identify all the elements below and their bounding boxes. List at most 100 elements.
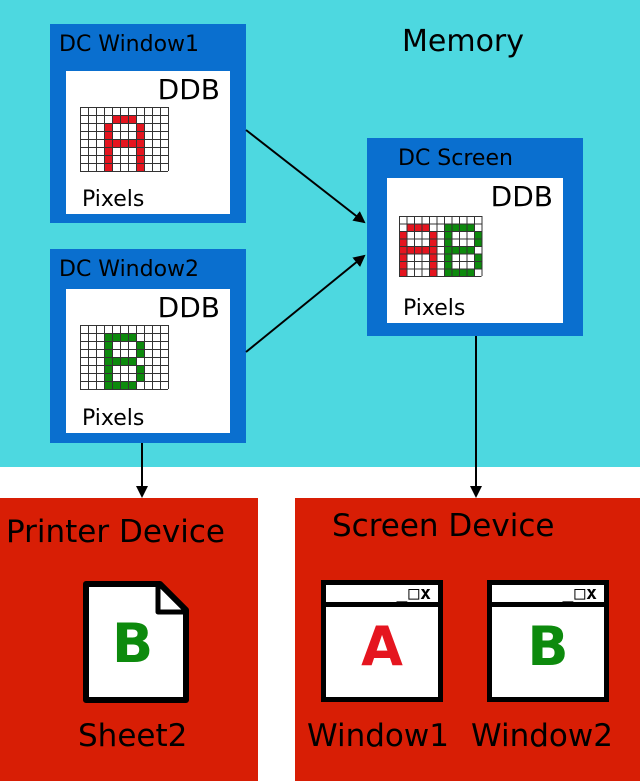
dc-window1-ddb-label: DDB <box>157 73 220 106</box>
screen-device-panel: Screen Device _□x A Window1 _□x B Window… <box>295 498 640 781</box>
pixel-cell <box>112 381 120 389</box>
pixel-cell <box>128 357 136 365</box>
pixel-cell <box>406 223 414 231</box>
pixel-cell <box>429 246 437 254</box>
dc-window2-ddb-label: DDB <box>157 291 220 324</box>
pixel-cell <box>399 246 407 254</box>
pixel-cell <box>414 223 422 231</box>
pixel-cell <box>104 341 112 349</box>
pixel-cell <box>112 115 120 123</box>
pixel-cell <box>104 163 112 171</box>
pixel-cell <box>466 223 474 231</box>
pixel-cell <box>128 381 136 389</box>
pixel-cell <box>112 333 120 341</box>
window1-caption: Window1 <box>307 718 449 754</box>
pixel-cell <box>474 253 482 261</box>
arrow-window1-to-screen <box>245 129 366 224</box>
pixel-cell <box>421 223 429 231</box>
dc-screen-box: DC Screen DDB Pixels <box>367 138 583 336</box>
pixel-cell <box>104 381 112 389</box>
pixel-cell <box>104 139 112 147</box>
pixel-cell <box>128 139 136 147</box>
pixel-cell <box>104 147 112 155</box>
pixel-cell <box>112 357 120 365</box>
window1-icon: _□x A <box>321 580 443 702</box>
window2-letter: B <box>527 615 569 678</box>
pixel-cell <box>104 373 112 381</box>
pixel-cell <box>136 163 144 171</box>
pixel-cell <box>406 246 414 254</box>
pixel-cell <box>451 246 459 254</box>
dc-window1-pixel-grid <box>80 107 169 172</box>
window2-icon: _□x B <box>487 580 609 702</box>
pixel-cell <box>421 246 429 254</box>
screen-device-title: Screen Device <box>332 508 555 544</box>
pixel-cell <box>136 155 144 163</box>
dc-screen-ddb-label: DDB <box>490 180 553 213</box>
arrow-window2-to-screen <box>245 254 366 353</box>
dc-window2-box: DC Window2 DDB Pixels <box>50 249 246 443</box>
pixel-cell <box>466 268 474 276</box>
document-icon <box>83 581 189 703</box>
window1-titlebar <box>326 602 438 607</box>
dc-window1-pixels-label: Pixels <box>82 187 145 212</box>
pixel-cell <box>399 268 407 276</box>
pixel-cell <box>444 238 452 246</box>
dc-window2-ddb: DDB Pixels <box>66 289 230 433</box>
memory-label: Memory <box>402 24 525 59</box>
pixel-cell <box>444 261 452 269</box>
pixel-cell <box>429 238 437 246</box>
pixel-cell <box>474 261 482 269</box>
window2-titlebar <box>492 602 604 607</box>
pixel-cell <box>136 139 144 147</box>
pixel-cell <box>120 381 128 389</box>
dc-window1-box: DC Window1 DDB Pixels <box>50 24 246 223</box>
pixel-cell <box>444 246 452 254</box>
pixel-cell <box>399 253 407 261</box>
pixel-cell <box>414 246 422 254</box>
pixel-cell <box>136 341 144 349</box>
pixel-cell <box>136 349 144 357</box>
dc-screen-ddb: DDB Pixels <box>387 178 563 323</box>
dc-screen-pixel-grid <box>399 216 483 277</box>
printer-device-panel: Printer Device B Sheet2 <box>0 498 258 781</box>
pixel-cell <box>136 373 144 381</box>
pixel-cell <box>451 268 459 276</box>
window2-controls: _□x <box>562 583 598 604</box>
pixel-cell <box>120 115 128 123</box>
sheet-letter: B <box>112 612 154 675</box>
pixel-cell <box>112 139 120 147</box>
dc-window1-title: DC Window1 <box>59 32 200 57</box>
pixel-cell <box>104 365 112 373</box>
pixel-cell <box>104 333 112 341</box>
pixel-cell <box>444 231 452 239</box>
pixel-cell <box>429 268 437 276</box>
pixel-cell <box>136 365 144 373</box>
window1-letter: A <box>361 615 403 678</box>
pixel-cell <box>459 246 467 254</box>
sheet-caption: Sheet2 <box>78 718 188 754</box>
printer-device-title: Printer Device <box>6 514 225 550</box>
pixel-cell <box>399 238 407 246</box>
pixel-cell <box>444 268 452 276</box>
pixel-cell <box>128 333 136 341</box>
window2-caption: Window2 <box>471 718 613 754</box>
pixel-cell <box>104 131 112 139</box>
pixel-cell <box>136 131 144 139</box>
pixel-cell <box>399 231 407 239</box>
dc-window1-ddb: DDB Pixels <box>66 71 230 214</box>
pixel-cell <box>136 147 144 155</box>
pixel-cell <box>459 223 467 231</box>
dc-window2-title: DC Window2 <box>59 257 200 282</box>
pixel-cell <box>429 253 437 261</box>
pixel-cell <box>429 261 437 269</box>
pixel-cell <box>136 123 144 131</box>
pixel-cell <box>120 139 128 147</box>
pixel-cell <box>104 349 112 357</box>
dc-window2-pixels-label: Pixels <box>82 406 145 431</box>
pixel-cell <box>444 253 452 261</box>
dc-screen-title: DC Screen <box>398 146 513 171</box>
pixel-cell <box>474 231 482 239</box>
pixel-cell <box>120 333 128 341</box>
